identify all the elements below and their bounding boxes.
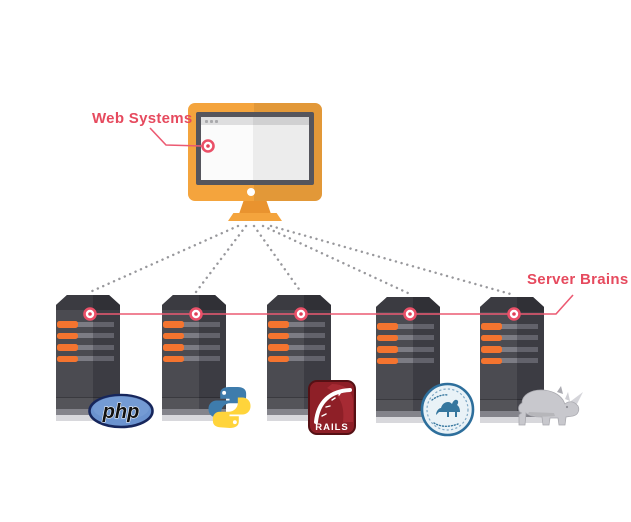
dotted-connection-lines xyxy=(88,224,516,297)
server-brains-label: Server Brains xyxy=(527,271,629,288)
perl-camel-seal-logo xyxy=(420,382,475,437)
browser-nav-icon xyxy=(215,119,218,123)
web-systems-label: Web Systems xyxy=(92,110,193,127)
browser-nav-icon xyxy=(205,119,208,123)
browser-nav-icon xyxy=(210,119,213,123)
monitor-stand-base xyxy=(228,213,282,221)
python-logo xyxy=(208,386,251,429)
monitor-stand-neck xyxy=(239,201,271,214)
rails-logo: RAILS xyxy=(308,380,356,435)
svg-text:RAILS: RAILS xyxy=(315,422,349,433)
svg-text:php: php xyxy=(102,401,140,423)
monitor-power-button xyxy=(247,188,255,196)
server-brains-connector-line xyxy=(90,294,574,315)
browser-toolbar xyxy=(201,117,309,125)
screen-shading xyxy=(253,117,309,180)
monitor-bezel xyxy=(196,112,314,185)
monitor xyxy=(188,103,322,201)
server-tower-python xyxy=(162,295,226,421)
server-led-bar xyxy=(57,321,78,328)
browser-window xyxy=(201,117,309,180)
rhino-logo xyxy=(518,386,583,426)
php-logo: php xyxy=(88,393,154,429)
server-top xyxy=(56,295,120,310)
annotation-markers xyxy=(83,139,521,321)
web-systems-leader-line xyxy=(149,127,203,147)
